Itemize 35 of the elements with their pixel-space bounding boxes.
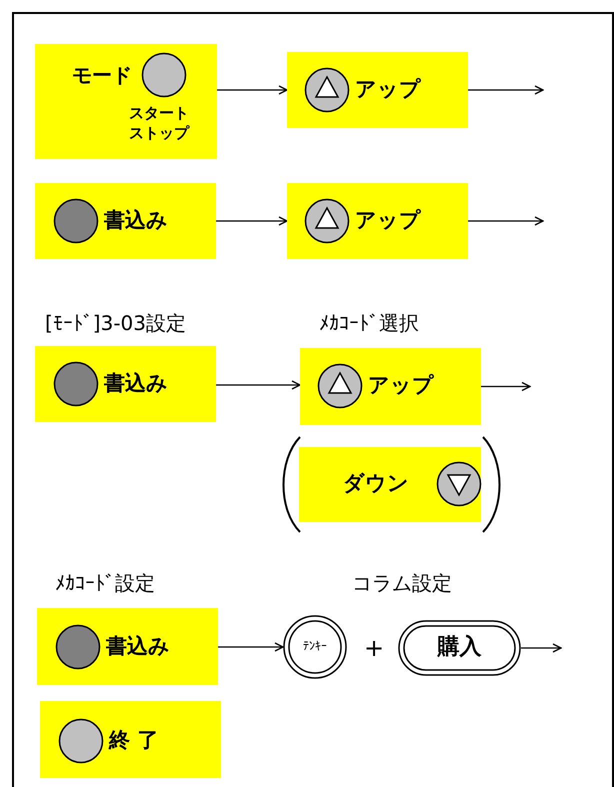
step-heading: ﾒｶｺｰﾄﾞ設定 (55, 570, 155, 597)
keypad-button (283, 615, 347, 679)
button-caption: スタートストップ (129, 104, 191, 143)
arrow (468, 216, 544, 226)
button-step-box (37, 608, 218, 685)
button-step-box (35, 346, 216, 422)
button-step-box (299, 447, 481, 522)
button-step-box (40, 701, 221, 778)
arrow (216, 380, 301, 390)
arrow (216, 216, 288, 226)
button-step-box (300, 348, 481, 425)
section-heading: コラム設定 (352, 570, 452, 597)
arrow (468, 85, 544, 95)
button-step-box (287, 183, 468, 259)
button-label: 書込み (106, 633, 170, 660)
button-label: 書込み (104, 207, 168, 234)
button-step-box (35, 44, 217, 159)
button-label: モード (72, 62, 132, 88)
arrow (217, 85, 288, 95)
button-label: アップ (368, 372, 434, 399)
step-heading: ﾒｶｺｰﾄﾞ選択 (319, 310, 419, 337)
button-label: 終 了 (109, 727, 158, 754)
arrow (481, 382, 531, 392)
step-heading: [ﾓｰﾄﾞ]3-03設定 (45, 310, 186, 337)
arrow (218, 642, 284, 652)
button-label: 書込み (104, 370, 168, 397)
button-label: 購入 (438, 634, 482, 662)
button-label: アップ (355, 76, 421, 103)
arrow (521, 643, 562, 653)
button-step-box (35, 183, 216, 259)
button-label: ダウン (343, 470, 409, 497)
plus-sign: + (364, 634, 384, 662)
button-step-box (287, 52, 468, 128)
button-label: アップ (355, 207, 421, 234)
button-label: ﾃﾝｷｰ (303, 639, 327, 655)
